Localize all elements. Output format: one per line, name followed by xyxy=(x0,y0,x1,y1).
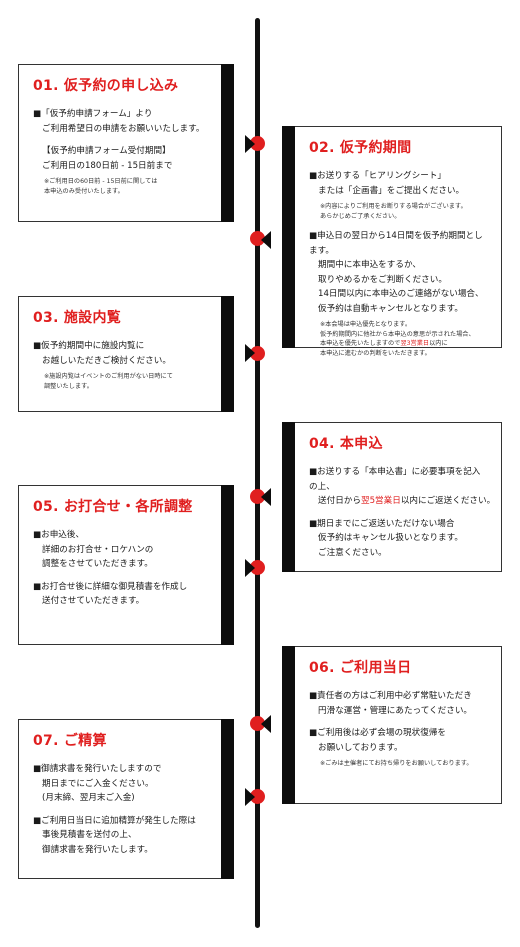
item-line: ■お申込後、 xyxy=(33,530,85,540)
item-line: ■ご利用日当日に追加精算が発生した際は xyxy=(33,815,196,826)
item-line: 円滑な運営・管理にあたってください。 xyxy=(318,705,473,716)
timeline-line xyxy=(255,18,260,928)
step-item: ■お打合せ後に詳細な御見積書を作成し 送付させていただきます。 xyxy=(33,580,219,609)
item-line: ■期日までにご返送いただけない場合 xyxy=(309,518,455,529)
item-line: ご利用希望日の申請をお願いいたします。 xyxy=(42,123,205,134)
step-note: ※ご利用日の60日前 - 15日前に関しては 本申込のみ受付いたします。 xyxy=(33,177,219,196)
item-line: ご利用日の180日前 - 15日前まで xyxy=(42,160,173,171)
step-card-04: 04. 本申込 ■お送りする「本申込書」に必要事項を記入の上、 送付日から翌5営… xyxy=(261,422,502,572)
step-card-06: 06. ご利用当日 ■責任者の方はご利用中必ず常駐いただき 円滑な運営・管理にあ… xyxy=(261,646,502,804)
item-line: ■お送りする「ヒアリングシート」 xyxy=(309,171,447,181)
item-line: 14日間以内に本申込のご連絡がない場合、 xyxy=(318,289,484,299)
card-edge-bar xyxy=(282,646,295,804)
note-line: 仮予約期間内に他社から本申込の意思が示された場合、 xyxy=(320,330,475,338)
item-line: ご注意ください。 xyxy=(318,547,387,558)
step-item: ■御請求書を発行いたしますので 期日までにご入金ください。 (月末締、翌月末ご入… xyxy=(33,762,219,806)
step-card-03: 03. 施設内覧 ■仮予約期間中に施設内覧に お越しいただきご検討ください。 ※… xyxy=(18,296,255,412)
item-line: お願いしております。 xyxy=(318,742,403,753)
pointer-arrow xyxy=(261,488,271,506)
card-edge-bar xyxy=(282,422,295,572)
item-line: 仮予約は自動キャンセルとなります。 xyxy=(318,303,463,314)
step-title: 06. ご利用当日 xyxy=(309,660,412,676)
step-item: ■責任者の方はご利用中必ず常駐いただき 円滑な運営・管理にあたってください。 xyxy=(309,689,487,718)
highlight-text: 翌3営業日 xyxy=(400,340,430,347)
item-line: お越しいただきご検討ください。 xyxy=(42,355,171,366)
item-line: ■お打合せ後に詳細な御見積書を作成し xyxy=(33,581,188,592)
note-line: ※本会場は申込優先となります。 xyxy=(320,321,412,328)
item-line: 【仮予約申請フォーム受付期間】 xyxy=(42,146,171,156)
card-edge-bar xyxy=(221,296,234,412)
step-note: ※本会場は申込優先となります。 仮予約期間内に他社から本申込の意思が示された場合… xyxy=(309,320,487,358)
step-item: ■ご利用後は必ず会場の現状復帰を お願いしております。 xyxy=(309,726,487,755)
pointer-arrow xyxy=(261,231,271,249)
note-line: 調整いたします。 xyxy=(44,382,93,390)
step-card-05: 05. お打合せ・各所調整 ■お申込後、 詳細のお打合せ・ロケハンの 調整をさせ… xyxy=(18,485,255,645)
pointer-arrow xyxy=(245,559,255,577)
item-line: (月末締、翌月末ご入金) xyxy=(42,793,135,803)
note-line: 本申込に進むかの判断をいただきます。 xyxy=(320,349,431,357)
note-line: あらかじめご了承ください。 xyxy=(320,212,401,220)
item-line: 送付させていただきます。 xyxy=(42,596,145,606)
step-item: ■「仮予約申請フォーム」より ご利用希望日の申請をお願いいたします。 xyxy=(33,107,219,136)
item-line: ■責任者の方はご利用中必ず常駐いただき xyxy=(309,691,472,701)
item-line: 送付日から翌5営業日以内にご返送ください。 xyxy=(318,496,496,506)
step-card-07: 07. ご精算 ■御請求書を発行いたしますので 期日までにご入金ください。 (月… xyxy=(18,719,255,879)
item-line: ■仮予約期間中に施設内覧に xyxy=(33,341,145,351)
item-line: ■「仮予約申請フォーム」より xyxy=(33,109,153,119)
step-item: ■仮予約期間中に施設内覧に お越しいただきご検討ください。 xyxy=(33,339,219,368)
item-line: ■ご利用後は必ず会場の現状復帰を xyxy=(309,728,447,738)
note-line: 本申込のみ受付いたします。 xyxy=(44,187,124,195)
step-card-01: 01. 仮予約の申し込み ■「仮予約申請フォーム」より ご利用希望日の申請をお願… xyxy=(18,64,255,222)
pointer-arrow xyxy=(261,715,271,733)
step-title: 04. 本申込 xyxy=(309,436,383,452)
card-edge-bar xyxy=(221,64,234,222)
note-line: ※内容によりご利用をお断りする場合がございます。 xyxy=(320,203,467,210)
step-title: 03. 施設内覧 xyxy=(33,310,122,326)
step-title: 07. ご精算 xyxy=(33,733,107,749)
item-line: ■お送りする「本申込書」に必要事項を記入の上、 xyxy=(309,467,481,492)
item-line: 調整をさせていただきます。 xyxy=(42,559,153,569)
item-line: 御請求書を発行いたします。 xyxy=(42,844,153,855)
step-item: ■お申込後、 詳細のお打合せ・ロケハンの 調整をさせていただきます。 xyxy=(33,528,219,572)
item-line: 期日までにご入金ください。 xyxy=(42,778,154,789)
step-note: ※施設内覧はイベントのご利用がない日時にて 調整いたします。 xyxy=(33,372,219,391)
step-title: 05. お打合せ・各所調整 xyxy=(33,499,193,515)
note-line: ※ご利用日の60日前 - 15日前に関しては xyxy=(44,178,158,185)
step-item: ■申込日の翌日から14日間を仮予約期間とします。 期間中に本申込をするか、 取り… xyxy=(309,229,487,316)
step-item: ■期日までにご返送いただけない場合 仮予約はキャンセル扱いとなります。 ご注意く… xyxy=(309,517,487,561)
item-line: ■申込日の翌日から14日間を仮予約期間とします。 xyxy=(309,231,483,256)
pointer-arrow xyxy=(245,788,255,806)
step-item: ■ご利用日当日に追加精算が発生した際は 事後見積書を送付の上、 御請求書を発行い… xyxy=(33,814,219,858)
pointer-arrow xyxy=(245,135,255,153)
card-edge-bar xyxy=(221,485,234,645)
card-edge-bar xyxy=(221,719,234,879)
highlight-text: 翌5営業日 xyxy=(360,496,401,506)
item-line: ■御請求書を発行いたしますので xyxy=(33,764,162,774)
card-edge-bar xyxy=(282,126,295,348)
item-line: 詳細のお打合せ・ロケハンの xyxy=(42,544,154,555)
pointer-arrow xyxy=(245,344,255,362)
note-line: 本申込を優先いたしますので翌3営業日以内に xyxy=(320,340,448,347)
step-title: 01. 仮予約の申し込み xyxy=(33,78,179,94)
note-line: ※施設内覧はイベントのご利用がない日時にて xyxy=(44,373,173,380)
item-line: 取りやめるかをご判断ください。 xyxy=(318,274,447,285)
item-line: 期間中に本申込をするか、 xyxy=(318,260,421,270)
item-line: 仮予約はキャンセル扱いとなります。 xyxy=(318,533,463,543)
item-line: または「企画書」をご提出ください。 xyxy=(318,185,465,196)
note-line: ※ごみは主催者にてお持ち帰りをお願いしております。 xyxy=(320,760,473,767)
step-card-02: 02. 仮予約期間 ■お送りする「ヒアリングシート」 または「企画書」をご提出く… xyxy=(261,126,502,357)
step-item: ■お送りする「本申込書」に必要事項を記入の上、 送付日から翌5営業日以内にご返送… xyxy=(309,465,496,509)
step-note: ※ごみは主催者にてお持ち帰りをお願いしております。 xyxy=(309,759,487,769)
step-item: 【仮予約申請フォーム受付期間】 ご利用日の180日前 - 15日前まで xyxy=(33,144,219,173)
step-note: ※内容によりご利用をお断りする場合がございます。 あらかじめご了承ください。 xyxy=(309,202,487,221)
item-line: 事後見積書を送付の上、 xyxy=(42,830,137,840)
step-title: 02. 仮予約期間 xyxy=(309,140,412,156)
step-item: ■お送りする「ヒアリングシート」 または「企画書」をご提出ください。 xyxy=(309,169,487,198)
